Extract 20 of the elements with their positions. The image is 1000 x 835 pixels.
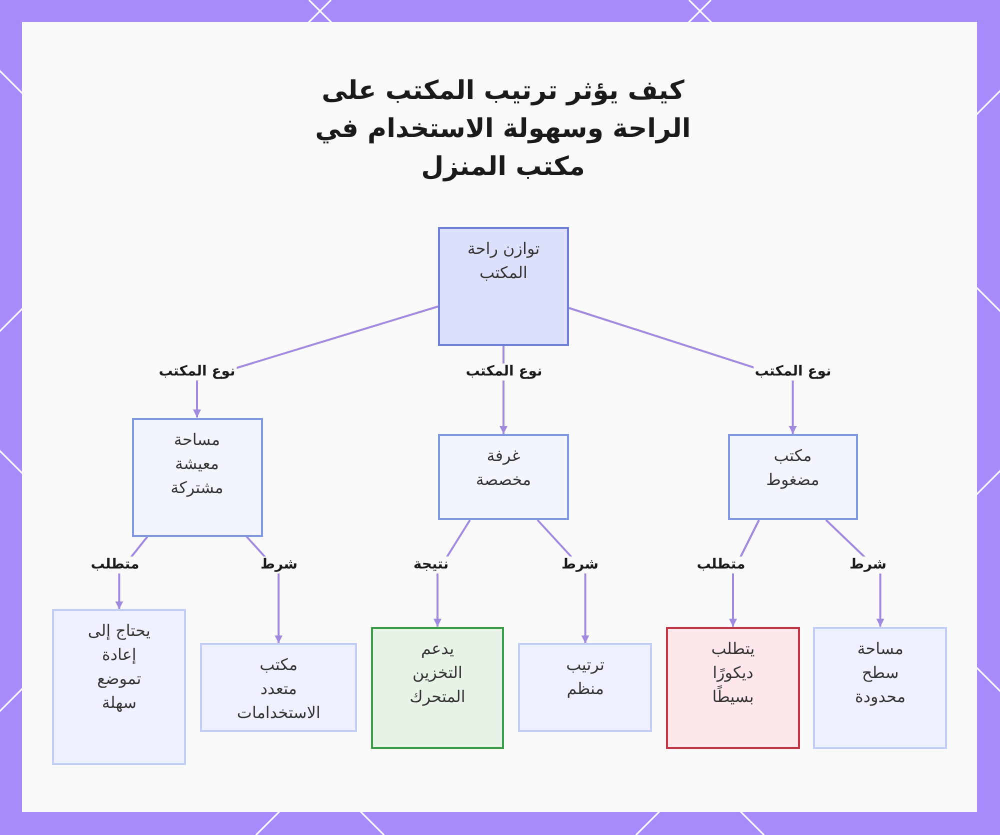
process-box: غرفة مخصصة [438, 434, 569, 520]
edge-label: متطلب [696, 556, 746, 574]
process-box: مكتب متعدد الاستخدامات [200, 643, 358, 732]
edge-label: نوع المكتب [754, 364, 832, 380]
process-box: مساحة سطح محدودة [813, 626, 948, 749]
edge-label: شرط [848, 556, 888, 574]
edge-label: شرط [259, 556, 299, 574]
edge-label: نوع المكتب [464, 364, 544, 380]
edge-label: نتيجة [412, 556, 450, 574]
process-box: يتطلب ديكورًا بسيطًا [666, 626, 800, 749]
process-box: ترتيب منظم [518, 643, 652, 732]
process-box: مكتب مضغوط [728, 434, 858, 520]
process-box: توازن راحة المكتب [438, 226, 569, 346]
edge-label: شرط [560, 556, 600, 574]
process-box: مساحة معيشة مشتركة [132, 418, 262, 536]
process-box: يدعم التخزين المتحرك [371, 626, 504, 749]
title: كيف يؤثر ترتيب المكتب على الراحة وسهولة الاستخدام في مكتب المنزل [314, 75, 692, 184]
edge-label: نوع المكتب [158, 364, 236, 380]
edge-label: متطلب [90, 556, 140, 574]
process-box: يحتاج إلى إعادة تموضع سهلة [52, 609, 186, 765]
